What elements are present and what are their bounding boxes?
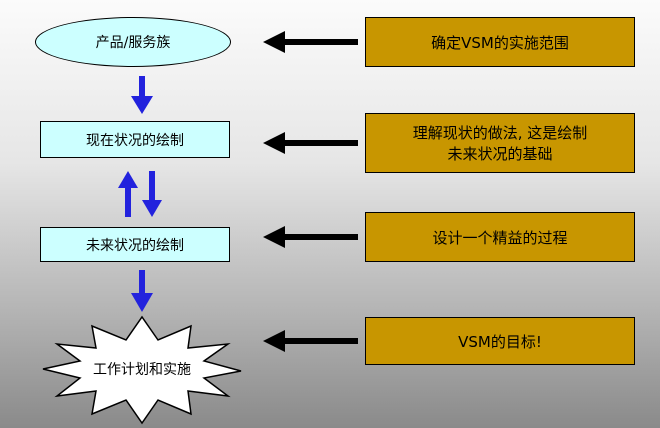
down-arrow-icon bbox=[131, 76, 153, 114]
note-understand-current: 理解现状的做法, 这是绘制 未来状况的基础 bbox=[365, 113, 635, 173]
node-label: 未来状况的绘制 bbox=[86, 237, 184, 254]
left-arrow-icon bbox=[263, 132, 358, 154]
left-arrow-icon bbox=[263, 226, 358, 248]
node-work-plan-implement: 工作计划和实施 bbox=[38, 313, 246, 425]
note-vsm-scope: 确定VSM的实施范围 bbox=[365, 17, 635, 67]
node-current-state-map: 现在状况的绘制 bbox=[40, 121, 230, 158]
left-arrow-icon bbox=[263, 330, 358, 352]
node-label: 产品/服务族 bbox=[95, 35, 171, 51]
node-future-state-map: 未来状况的绘制 bbox=[40, 227, 230, 262]
node-label: 现在状况的绘制 bbox=[86, 132, 184, 149]
note-label: 理解现状的做法, 这是绘制 未来状况的基础 bbox=[412, 124, 588, 163]
note-design-lean-process: 设计一个精益的过程 bbox=[365, 212, 635, 262]
note-vsm-goal: VSM的目标! bbox=[365, 317, 635, 365]
note-label: 确定VSM的实施范围 bbox=[431, 33, 569, 52]
node-label: 工作计划和实施 bbox=[93, 362, 191, 378]
note-label: 设计一个精益的过程 bbox=[432, 228, 568, 247]
down-arrow-icon bbox=[142, 171, 162, 217]
explosion-shape-icon bbox=[42, 315, 242, 425]
left-arrow-icon bbox=[263, 31, 358, 53]
node-product-service-family: 产品/服务族 bbox=[35, 17, 231, 67]
note-label: VSM的目标! bbox=[458, 332, 542, 351]
down-arrow-icon bbox=[131, 270, 153, 312]
up-arrow-icon bbox=[118, 171, 138, 217]
